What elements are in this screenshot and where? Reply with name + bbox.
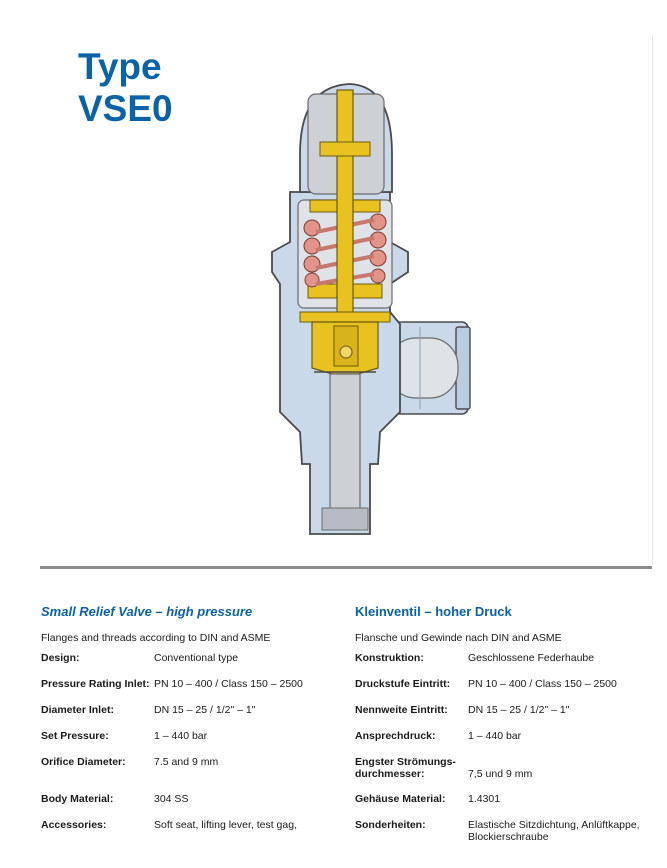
spec-value: 1 – 440 bar: [468, 730, 522, 742]
spec-value: 1.4301: [468, 793, 501, 805]
spec-value: 1 – 440 bar: [154, 730, 208, 742]
spec-value: DN 15 – 25 / 1/2" – 1": [468, 704, 570, 716]
german-spec-column: Kleinventil – hoher Druck Flansche und G…: [355, 600, 655, 843]
spec-label: Nennweite Eintritt:: [355, 704, 448, 716]
spec-label: Gehäuse Material:: [355, 793, 446, 805]
spec-value: 7.5 and 9 mm: [154, 756, 219, 768]
spec-label: Ansprechdruck:: [355, 730, 436, 742]
english-heading: Small Relief Valve – high pressure: [41, 604, 253, 619]
spec-label: Body Material:: [41, 793, 114, 805]
product-title: Type VSE0: [78, 46, 173, 130]
english-intro: Flanges and threads according to DIN and…: [41, 632, 271, 644]
valve-cutaway-illustration: [271, 83, 471, 535]
spec-label: Diameter Inlet:: [41, 704, 114, 716]
spec-label: Konstruktion:: [355, 652, 424, 664]
section-divider: [40, 566, 652, 569]
spec-label: Pressure Rating Inlet:: [41, 678, 150, 690]
spec-value: Soft seat, lifting lever, test gag,: [154, 819, 297, 831]
spec-label: Set Pressure:: [41, 730, 109, 742]
spec-value: 7,5 und 9 mm: [468, 768, 533, 780]
german-heading: Kleinventil – hoher Druck: [355, 604, 512, 619]
page-edge-line: [652, 35, 653, 565]
spec-label: Druckstufe Eintritt:: [355, 678, 451, 690]
spec-value: PN 10 – 400 / Class 150 – 2500: [468, 678, 617, 690]
spec-label: Design:: [41, 652, 80, 664]
spec-value: PN 10 – 400 / Class 150 – 2500: [154, 678, 303, 690]
spec-value: Geschlossene Federhaube: [468, 652, 595, 664]
spec-label: Accessories:: [41, 819, 107, 831]
spec-label: Orifice Diameter:: [41, 756, 126, 768]
spec-value: 304 SS: [154, 793, 189, 805]
english-spec-column: Small Relief Valve – high pressure Flang…: [41, 600, 341, 831]
german-intro: Flansche und Gewinde nach DIN and ASME: [355, 632, 562, 644]
spec-label: Engster Strömungs- durchmesser:: [355, 756, 456, 780]
spec-label: Sonderheiten:: [355, 819, 426, 831]
spec-value: Elastische Sitzdichtung, Anlüftkappe, Bl…: [468, 819, 640, 843]
title-line-1: Type: [78, 46, 162, 87]
spec-value: Conventional type: [154, 652, 239, 664]
spec-value: DN 15 – 25 / 1/2" – 1": [154, 704, 256, 716]
title-line-2: VSE0: [78, 88, 173, 129]
